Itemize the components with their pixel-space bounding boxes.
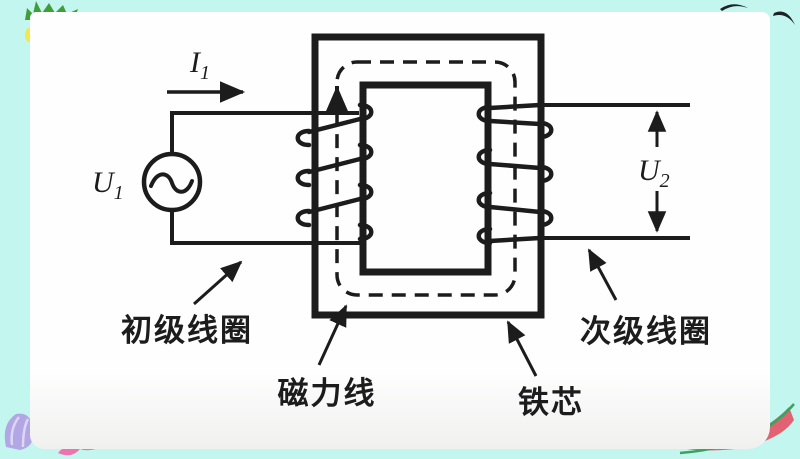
flux-label: 磁力线	[278, 376, 377, 411]
primary-coil-label: 初级线圈	[121, 313, 253, 348]
primary-coil	[295, 102, 374, 242]
watermelon-flesh	[687, 407, 794, 451]
sine-wave-icon	[149, 172, 194, 194]
ac-source-circle	[141, 151, 203, 213]
annotation-arrow-primary-coil	[193, 260, 243, 306]
annotation-arrow-flux	[317, 304, 348, 366]
bird-swoosh-icon	[720, 4, 748, 11]
shell-ridge	[10, 416, 20, 446]
core-inner-rect	[359, 81, 492, 276]
flux-loop	[324, 60, 517, 297]
i1-label: I1	[189, 46, 210, 84]
primary-circuit-wires	[170, 111, 362, 245]
annotation-arrow-core	[506, 320, 538, 377]
ac-source	[141, 151, 203, 213]
iron-core	[311, 33, 545, 319]
u2-label: U2	[638, 154, 670, 192]
shell-ridge	[21, 418, 30, 448]
bird-swoosh-icon	[773, 11, 795, 25]
annotation-arrow-secondary-coil	[587, 248, 618, 301]
u1-label: U1	[92, 166, 124, 204]
secondary-coil-label: 次级线圈	[580, 314, 712, 349]
core-label: 铁芯	[518, 385, 584, 420]
secondary-coil	[476, 102, 554, 246]
core-outer-rect	[311, 33, 545, 319]
